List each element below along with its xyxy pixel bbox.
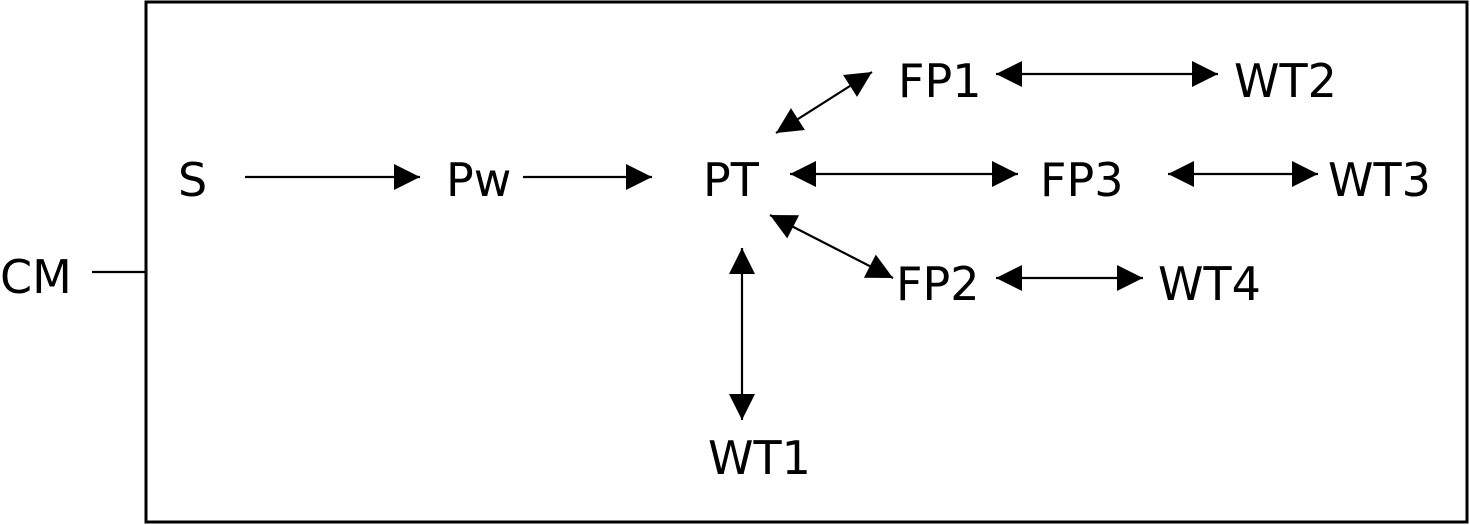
edge-pt-fp2 [769, 214, 894, 279]
node-pw: Pw [446, 153, 511, 207]
node-fp3: FP3 [1040, 153, 1123, 207]
node-s: S [178, 153, 207, 207]
node-wt3: WT3 [1328, 153, 1431, 207]
node-fp2: FP2 [896, 257, 979, 311]
edge-pt-fp1 [775, 71, 873, 134]
node-pt: PT [703, 153, 760, 207]
node-cm: CM [0, 250, 72, 304]
node-wt4: WT4 [1158, 257, 1261, 311]
node-wt1: WT1 [708, 431, 811, 485]
node-fp1: FP1 [898, 54, 981, 108]
system-boundary-frame [144, 0, 1469, 524]
node-wt2: WT2 [1234, 54, 1337, 108]
